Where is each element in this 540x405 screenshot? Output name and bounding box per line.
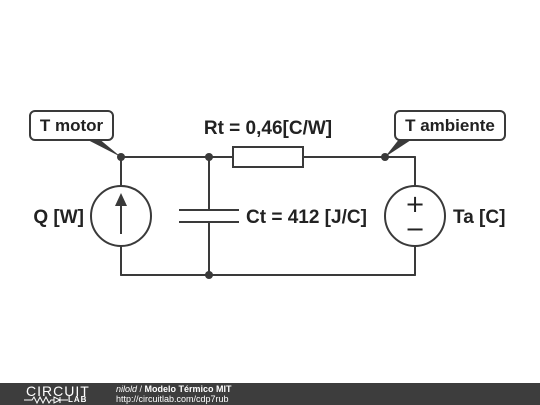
plus-sign: + [405,190,425,218]
voltage-source-ta: + − [384,185,446,247]
junction-dot [205,271,213,279]
capacitor-label: Ct = 412 [J/C] [246,207,367,228]
minus-sign: − [405,215,425,243]
footer-bar: CIRCUIT LAB nilold / Modelo Térmico MIT … [0,383,540,405]
footer-credit: nilold / Modelo Térmico MIT [116,384,232,394]
resistor-label: Rt = 0,46[C/W] [204,118,332,139]
resistor-rt [232,146,304,168]
brand-circuit-text: CIRCUIT [26,383,90,399]
resistor-wave-icon [24,396,68,404]
current-source-q [90,185,152,247]
arrow-up-icon [115,193,127,206]
circuit-schematic: + − T motor T ambiente Rt = 0,46[C/W] Ct… [29,110,506,279]
tag-label: T motor [40,116,104,135]
brand-lab-text: LAB [68,395,88,404]
circuit-title: Modelo Térmico MIT [144,384,232,394]
node-tag-t-ambiente: T ambiente [385,110,506,157]
circuit-url-link[interactable]: http://circuitlab.com/cdp7rub [116,394,229,404]
separator: / [137,384,145,394]
author-link[interactable]: nilold [116,384,138,394]
circuitlab-logo[interactable]: CIRCUIT LAB [4,383,108,405]
tag-label: T ambiente [405,116,495,135]
junction-dot [205,153,213,161]
current-source-label: Q [W] [33,207,84,228]
node-tag-t-motor: T motor [29,110,121,157]
voltage-source-label: Ta [C] [453,207,505,228]
